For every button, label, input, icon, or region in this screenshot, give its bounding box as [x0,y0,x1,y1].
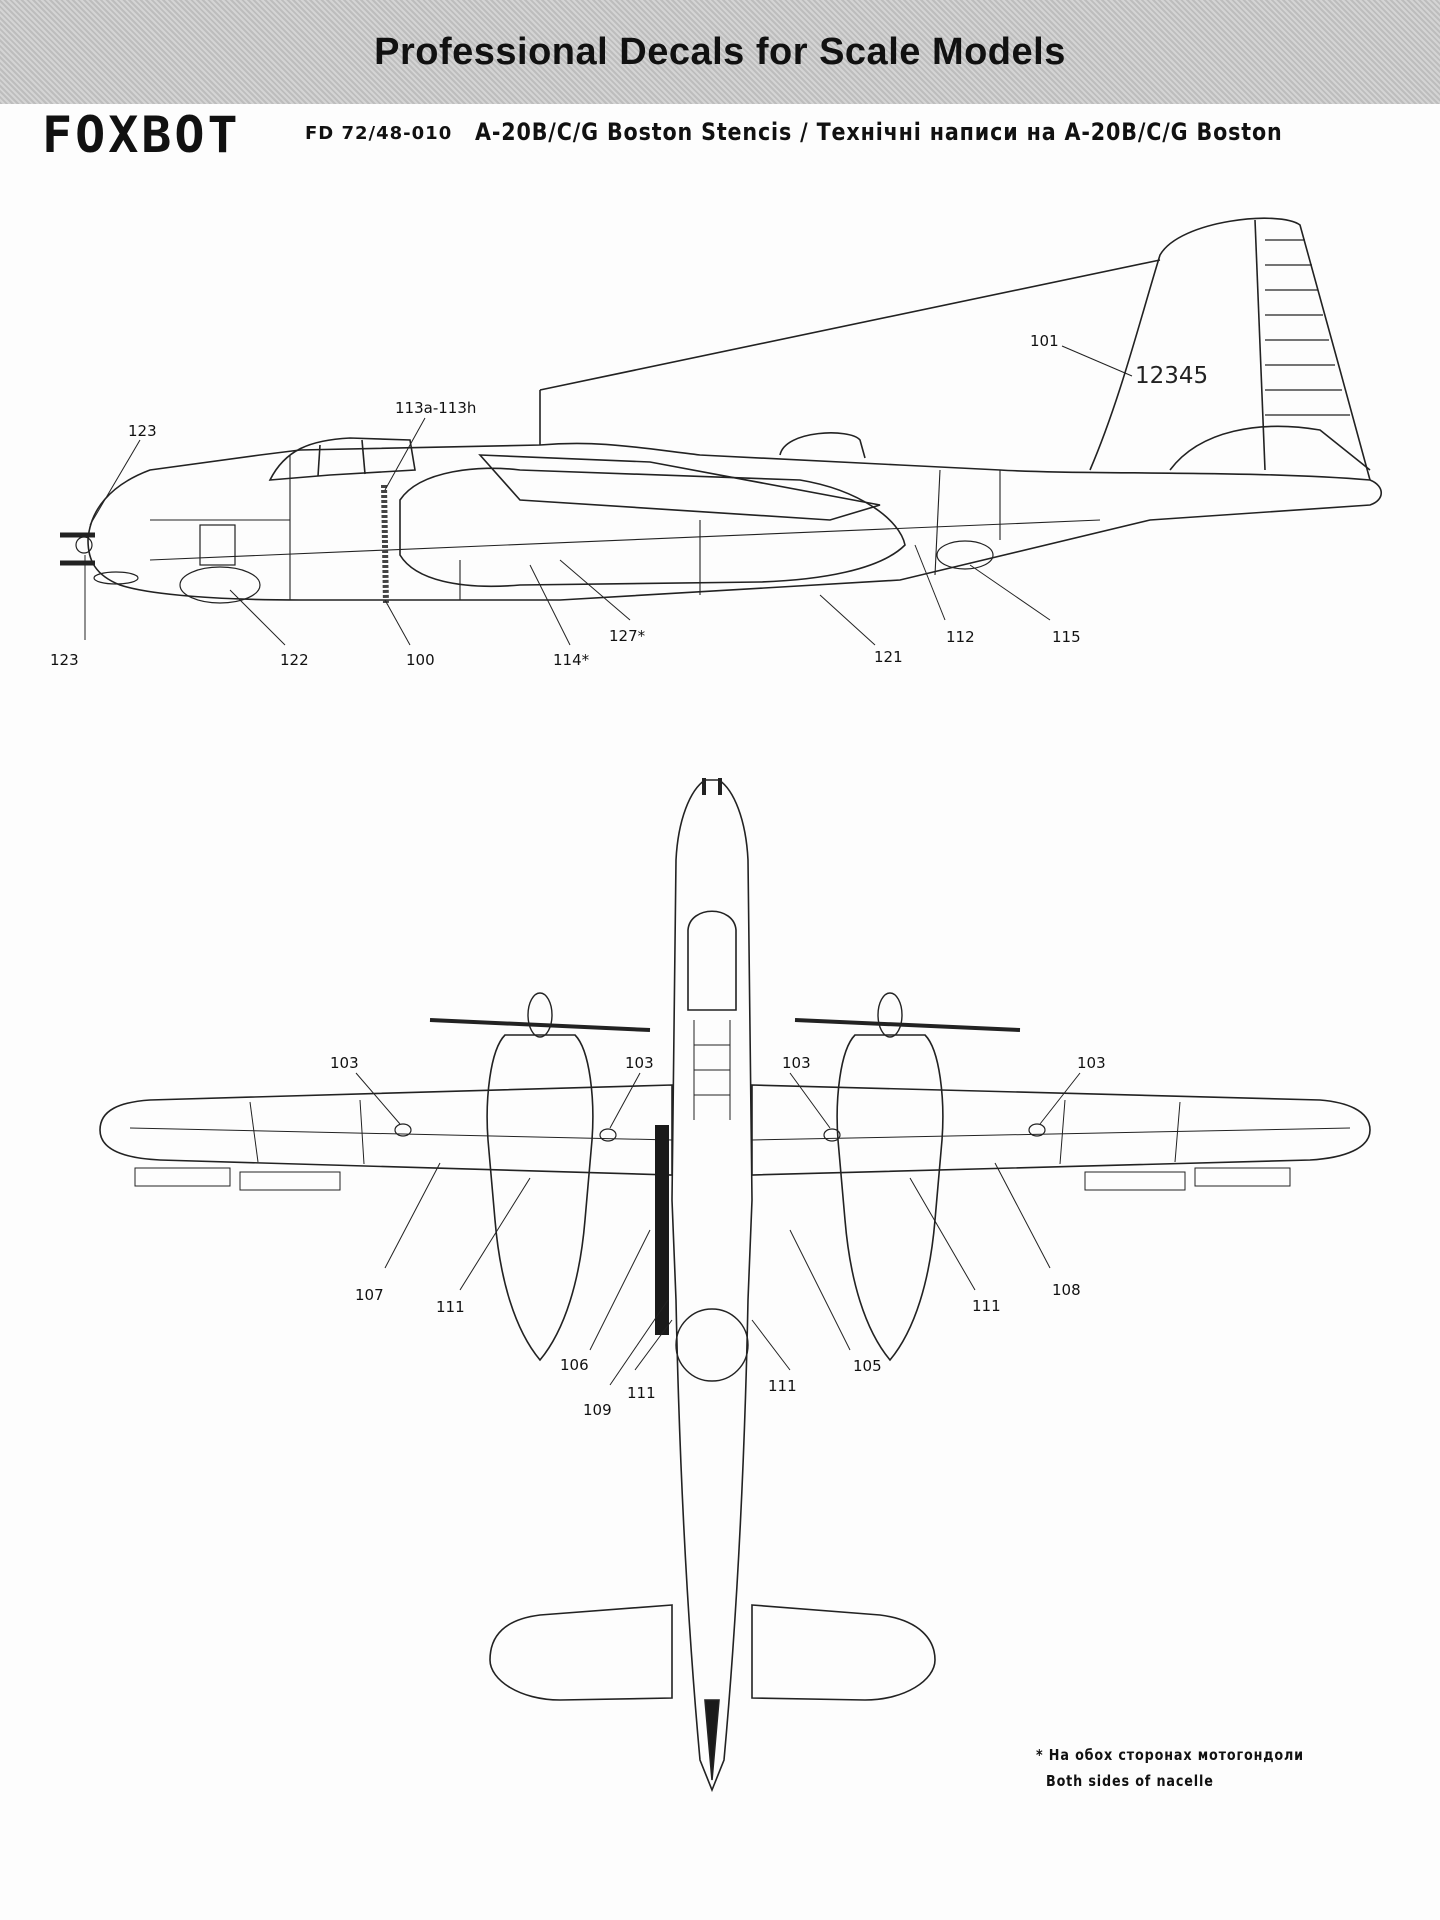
top-wing-right [751,1084,1371,1176]
footnote-ukrainian: * На обох сторонах мотогондоли [1036,1746,1304,1764]
product-code: FD 72/48-010 [305,123,453,144]
header-banner: Professional Decals for Scale Models [0,0,1440,104]
top-tailplane [489,1604,673,1701]
top-prop-left [429,1018,651,1032]
callout-103-c: 103 [782,1054,811,1072]
callout-114: 114* [553,651,590,669]
callout-112: 112 [946,628,975,646]
callout-103-b: 103 [625,1054,654,1072]
side-nacelle [399,467,906,588]
side-turret [779,432,866,459]
side-bomb-bay [179,566,261,604]
callout-109: 109 [583,1401,612,1419]
callout-103-a: 103 [330,1054,359,1072]
side-wing [478,454,881,521]
top-fin [704,1699,720,1781]
side-view-drawing: 12345 101 113a-113h 123 123 122 100 114*… [50,217,1383,669]
side-fuselage [87,442,1383,601]
callout-105: 105 [853,1357,882,1375]
side-stabilizer [1169,425,1371,471]
top-stripe-109 [655,1125,669,1335]
callout-111-d: 111 [972,1297,1001,1315]
top-wing-left [99,1084,673,1176]
callout-123-bottom: 123 [50,651,79,669]
callout-108: 108 [1052,1281,1081,1299]
top-prop-right [794,1018,1021,1032]
top-nacelle-left [486,1034,594,1362]
callout-111-c: 111 [768,1377,797,1395]
callout-127: 127* [609,627,646,645]
side-tail-fin [1089,217,1371,481]
top-turret [675,1308,749,1382]
callout-111-a: 111 [436,1298,465,1316]
brand-logo: FOXBOT [42,106,241,164]
footnote-english: Both sides of nacelle [1046,1772,1214,1790]
top-canopy [687,910,737,1011]
callout-122: 122 [280,651,309,669]
callout-113: 113a-113h [395,399,476,417]
callout-106: 106 [560,1356,589,1374]
top-fuselage [671,779,753,1793]
callout-123-top: 123 [128,422,157,440]
callout-100: 100 [406,651,435,669]
side-serial: 12345 [1135,363,1208,389]
callout-115: 115 [1052,628,1081,646]
sheet-title: A-20B/C/G Boston Stencis / Технічні напи… [475,118,1283,146]
callout-103-d: 103 [1077,1054,1106,1072]
callout-121: 121 [874,648,903,666]
top-nacelle-right [836,1034,944,1362]
callout-101: 101 [1030,332,1059,350]
banner-text: Professional Decals for Scale Models [374,30,1066,73]
callout-107: 107 [355,1286,384,1304]
side-canopy [268,437,416,481]
side-antenna-wire [539,259,1161,391]
callout-111-b: 111 [627,1384,656,1402]
side-stripe-100 [381,484,389,606]
